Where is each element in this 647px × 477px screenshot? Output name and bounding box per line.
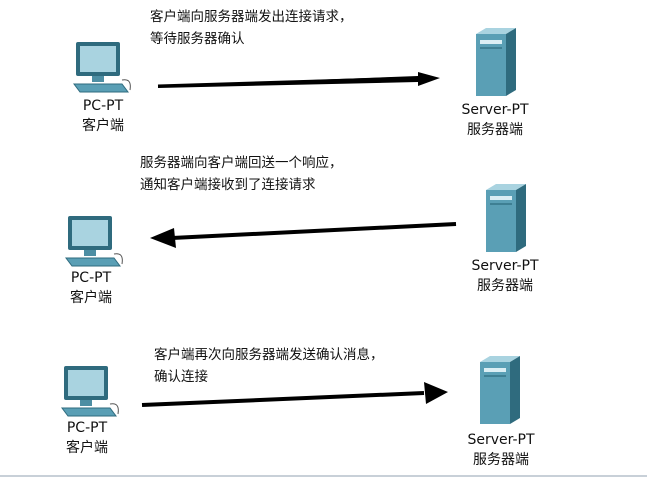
step3-server-icon <box>480 356 520 424</box>
step2-message: 服务器端向客户端回送一个响应， 通知客户端接收到了连接请求 <box>140 152 343 196</box>
bottom-border <box>0 475 647 477</box>
step1-arrow <box>157 72 440 88</box>
step2-server-role: 服务器端 <box>477 278 533 294</box>
step3-server-role: 服务器端 <box>473 452 529 468</box>
step2-server-name: Server-PT <box>471 258 539 274</box>
step3-pc-icon <box>61 366 119 417</box>
step2-pc-role: 客户端 <box>70 290 112 306</box>
step2-pc-label: PC-PT 客户端 <box>46 268 136 308</box>
step1-server-label: Server-PT 服务器端 <box>440 100 550 140</box>
step3-arrow <box>141 382 448 407</box>
step3-pc-role: 客户端 <box>66 440 108 456</box>
step1-pc-label: PC-PT 客户端 <box>58 96 148 136</box>
step2-arrow <box>150 222 457 248</box>
step1-message: 客户端向服务器端发出连接请求， 等待服务器确认 <box>150 6 353 50</box>
step1-server-icon <box>476 28 516 96</box>
step2-server-label: Server-PT 服务器端 <box>450 256 560 296</box>
step3-message: 客户端再次向服务器端发送确认消息， 确认连接 <box>154 344 384 388</box>
step1-message-line2: 等待服务器确认 <box>150 31 245 47</box>
step3-server-name: Server-PT <box>467 432 535 448</box>
step1-pc-icon <box>73 42 131 93</box>
step3-message-line2: 确认连接 <box>154 369 208 385</box>
step3-message-line1: 客户端再次向服务器端发送确认消息， <box>154 347 384 363</box>
step2-pc-name: PC-PT <box>70 270 112 286</box>
step3-pc-name: PC-PT <box>66 420 108 436</box>
step1-server-name: Server-PT <box>461 102 529 118</box>
step1-pc-role: 客户端 <box>82 118 124 134</box>
step1-pc-name: PC-PT <box>82 98 124 114</box>
step2-message-line1: 服务器端向客户端回送一个响应， <box>140 155 343 171</box>
step1-message-line1: 客户端向服务器端发出连接请求， <box>150 9 353 25</box>
step3-pc-label: PC-PT 客户端 <box>42 418 132 458</box>
step1-server-role: 服务器端 <box>467 122 523 138</box>
step2-server-icon <box>486 184 526 252</box>
step2-message-line2: 通知客户端接收到了连接请求 <box>140 177 316 193</box>
step3-server-label: Server-PT 服务器端 <box>446 430 556 470</box>
step2-pc-icon <box>65 216 123 267</box>
